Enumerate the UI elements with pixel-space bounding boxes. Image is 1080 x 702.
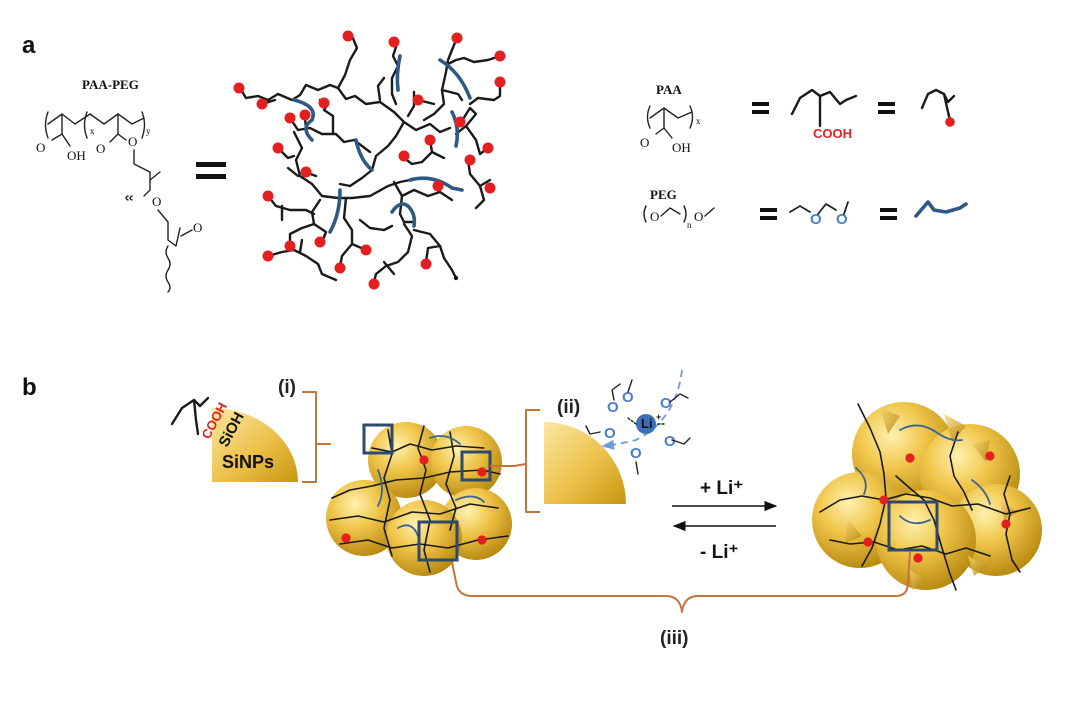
label-i: (i) xyxy=(278,377,296,398)
label-ii: (ii) xyxy=(557,397,580,418)
li-diffusion-path xyxy=(601,369,683,450)
highlight-box-i xyxy=(362,423,394,455)
paa-atom-o: O xyxy=(640,135,649,150)
li-minus-label: - Li⁺ xyxy=(700,542,739,563)
peg-legend: PEG O n O O O xyxy=(643,187,968,230)
peg-title: PEG xyxy=(650,187,677,202)
atom-o-acid: O xyxy=(36,140,45,155)
sinp-cluster-lithiated xyxy=(812,402,1042,591)
highlight-box-right xyxy=(887,500,939,552)
bracket-i xyxy=(302,391,331,483)
sinp-sphere-expanded xyxy=(876,490,976,590)
ether-o: O xyxy=(664,433,676,450)
li-ion xyxy=(636,414,656,434)
subscript-x: x xyxy=(90,126,95,136)
bracket-ii xyxy=(490,409,540,513)
peg-atom-o2: O xyxy=(694,209,703,224)
peg-blue-o2: O xyxy=(836,211,848,228)
inset-i-hydrogen-bonding: (i) COOH SiOH SiNPs xyxy=(170,377,331,483)
inset-ii-li-coordination: (ii) Li + O O O O O O xyxy=(490,369,691,513)
atom-oh-acid: OH xyxy=(67,148,86,163)
sinp-quadrant-ii xyxy=(544,422,626,504)
bracket-iii: (iii) xyxy=(451,551,911,649)
panel-label-b: b xyxy=(22,374,37,401)
highlight-box-iii xyxy=(417,520,459,562)
atom-o-carbonyl: O xyxy=(193,220,202,235)
paa-legend: PAA x O OH COOH xyxy=(640,82,956,155)
atom-o-ester-carbonyl: O xyxy=(96,141,105,156)
sinp-cluster-initial xyxy=(326,422,512,576)
subscript-y: y xyxy=(146,126,151,136)
peg-blue-o1: O xyxy=(810,211,822,228)
cooh-label: COOH xyxy=(813,126,852,141)
sinp-sphere xyxy=(386,500,462,576)
atom-o-link: O xyxy=(152,194,161,209)
ether-o: O xyxy=(660,395,672,412)
paa-subscript-x: x xyxy=(696,116,701,126)
peg-atom-o1: O xyxy=(650,209,659,224)
label-iii: (iii) xyxy=(660,628,689,649)
sinp-quadrant-i xyxy=(212,408,298,482)
paa-atom-oh: OH xyxy=(672,140,691,155)
ether-o: O xyxy=(630,445,642,462)
polymer-network xyxy=(233,30,506,290)
li-plus-label: + Li⁺ xyxy=(700,478,743,499)
paa-peg-title: PAA-PEG xyxy=(82,77,139,92)
paa-title: PAA xyxy=(656,82,682,97)
reversible-arrows: + Li⁺ - Li⁺ xyxy=(672,478,778,563)
sinp-sphere xyxy=(368,422,444,498)
panel-label-a: a xyxy=(22,32,36,59)
atom-o-ester: O xyxy=(128,134,137,149)
ether-o: O xyxy=(604,425,616,442)
paa-peg-structure: PAA-PEG x y O OH O O O O xyxy=(36,77,202,293)
svg-text:+: + xyxy=(656,412,661,422)
peg-subscript-n: n xyxy=(687,220,692,230)
ether-o: O xyxy=(622,389,634,406)
li-label: Li xyxy=(641,416,653,431)
ether-o: O xyxy=(607,399,619,416)
sinps-label: SiNPs xyxy=(222,452,274,472)
equals-sign-big xyxy=(196,162,226,179)
